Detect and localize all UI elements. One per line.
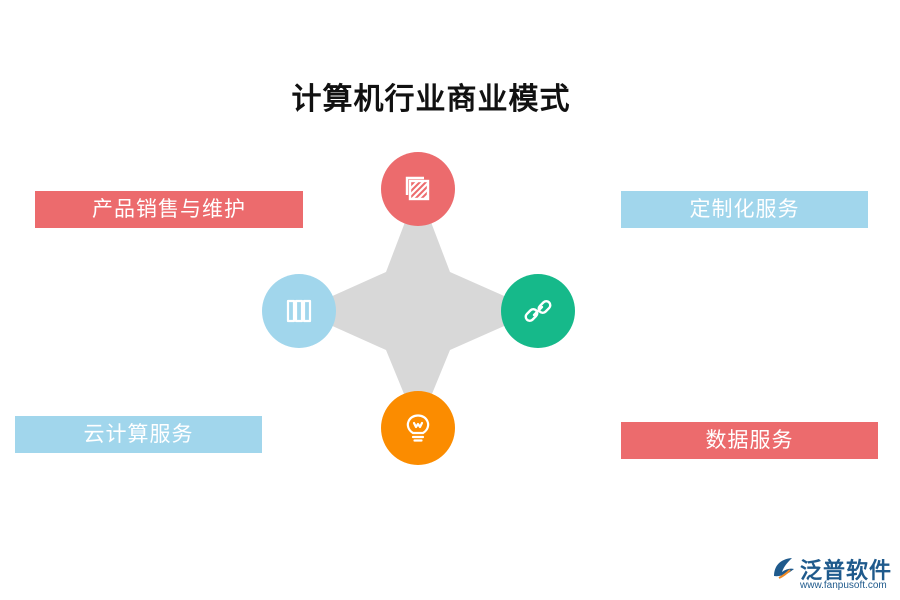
light-bulb-icon (406, 414, 430, 442)
label-cloud-service: 云计算服务 (15, 416, 262, 453)
node-bottom (381, 391, 455, 465)
node-top (381, 152, 455, 226)
logo-url: www.fanpusoft.com (800, 580, 887, 591)
label-data-service: 数据服务 (621, 422, 878, 459)
node-left (262, 274, 336, 348)
logo-text: 泛普软件 (800, 559, 893, 584)
label-custom-service: 定制化服务 (621, 191, 868, 228)
label-product-sales: 产品销售与维护 (35, 191, 303, 228)
book-stack-icon (286, 299, 312, 323)
chain-link-icon (524, 300, 552, 322)
hatched-square-icon (405, 176, 430, 201)
fanpu-logo-icon (774, 558, 794, 579)
node-right (501, 274, 575, 348)
page-title: 计算机行业商业模式 (291, 82, 571, 117)
